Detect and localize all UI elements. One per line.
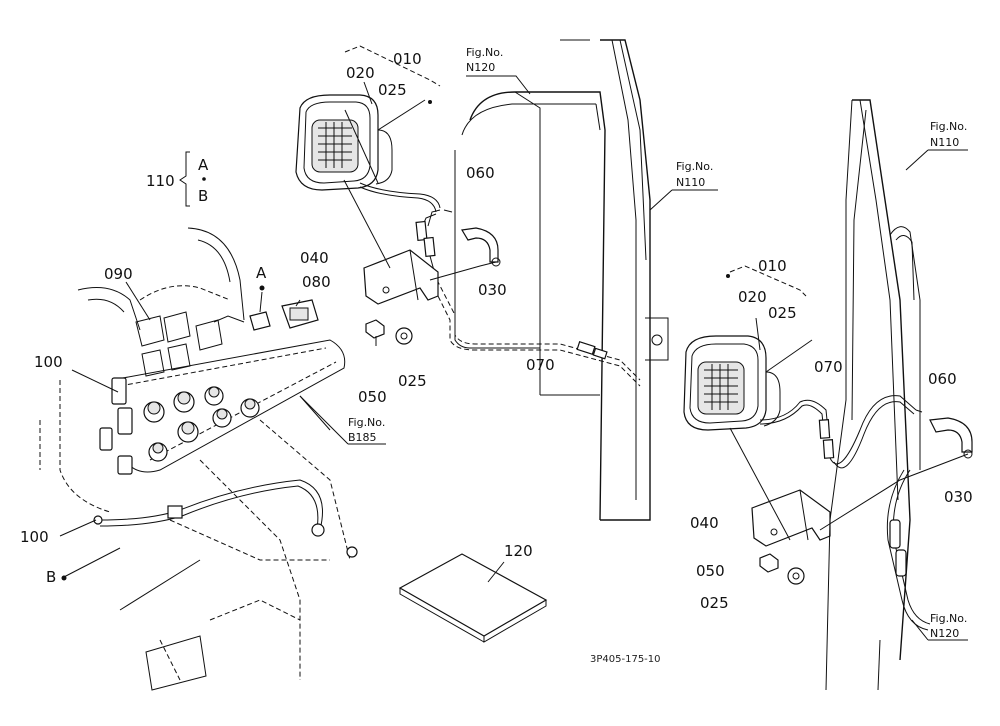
- label-060-right: 060: [928, 370, 957, 388]
- fig-ref-n110-right: N110: [930, 136, 959, 149]
- label-030-left: 030: [478, 281, 507, 299]
- fig-ref-n120-bottom: N120: [930, 627, 959, 640]
- label-025-left-top: 025: [378, 81, 407, 99]
- label-110: 110: [146, 172, 175, 190]
- label-010-left: 010: [393, 50, 422, 68]
- leader-n120-bottom: [911, 619, 968, 641]
- label-080: 080: [302, 273, 331, 291]
- cab-frame-right: [825, 99, 931, 691]
- label-b-bracket: B: [198, 187, 208, 205]
- label-025-right-nut: 025: [700, 594, 729, 612]
- label-020-left: 020: [346, 64, 375, 82]
- fig-label-n110-right: Fig.No.: [930, 120, 967, 133]
- leader-n120-top: [466, 75, 531, 95]
- bullet-right-top: [726, 274, 730, 278]
- fig-ref-n110-mid: N110: [676, 176, 705, 189]
- label-025-left-nut: 025: [398, 372, 427, 390]
- label-070-right: 070: [814, 358, 843, 376]
- fig-ref-b185: B185: [348, 431, 377, 444]
- bullet-b: [61, 575, 67, 581]
- drawing-code: 3P405-175-10: [590, 654, 661, 665]
- label-100-lower: 100: [20, 528, 49, 546]
- label-010-right: 010: [758, 257, 787, 275]
- fig-label-n110-mid: Fig.No.: [676, 160, 713, 173]
- cab-frame-center: [430, 39, 669, 521]
- leader-b185: [299, 395, 386, 445]
- label-070-left: 070: [526, 356, 555, 374]
- fig-label-b185: Fig.No.: [348, 416, 385, 429]
- work-light-left: [295, 81, 501, 346]
- work-light-right: [683, 317, 973, 585]
- label-a-bracket: A: [198, 156, 209, 174]
- label-020-right: 020: [738, 288, 767, 306]
- label-060-left: 060: [466, 164, 495, 182]
- label-100-upper: 100: [34, 353, 63, 371]
- fig-ref-n120-top: N120: [466, 61, 495, 74]
- dashboard-assembly: [39, 227, 358, 691]
- bullet-a: [259, 285, 265, 291]
- operator-manual: [398, 553, 548, 643]
- group-bracket-010-left: [344, 45, 441, 87]
- label-040-left: 040: [300, 249, 329, 267]
- label-b-marker: B: [46, 568, 56, 586]
- label-050-right: 050: [696, 562, 725, 580]
- label-090: 090: [104, 265, 133, 283]
- label-120: 120: [504, 542, 533, 560]
- bracket-110: [179, 151, 190, 207]
- label-a-marker: A: [256, 264, 267, 282]
- leader-n110-right: [905, 149, 968, 171]
- group-bracket-010-right: [729, 265, 807, 297]
- fig-label-n120-top: Fig.No.: [466, 46, 503, 59]
- label-040-right: 040: [690, 514, 719, 532]
- label-050-left: 050: [358, 388, 387, 406]
- fig-label-n120-bottom: Fig.No.: [930, 612, 967, 625]
- leader-n110-mid: [649, 189, 718, 211]
- label-025-right-top: 025: [768, 304, 797, 322]
- bullet-110: [202, 177, 206, 181]
- label-030-right: 030: [944, 488, 973, 506]
- bullet-left-top: [428, 100, 432, 104]
